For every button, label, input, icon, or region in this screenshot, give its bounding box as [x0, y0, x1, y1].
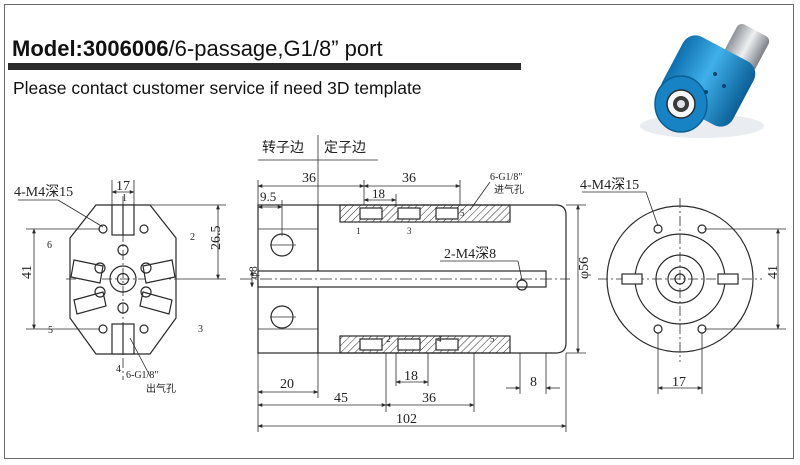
inlet-label-1: 6-G1/8": [490, 172, 522, 183]
title-underline: [8, 63, 521, 70]
center-side-view: [240, 135, 586, 432]
center-view-text: 转子边 定子边 36 36 9.5 18 6-G1/8" 进气孔 1 3 5 2…: [246, 140, 592, 427]
model-number: 3006006: [82, 36, 169, 61]
center-bottom-port-4: 4: [437, 334, 442, 344]
dim-phi8: φ8: [246, 266, 260, 279]
dim-45: 45: [334, 391, 348, 406]
left-view-text: 4-M4深15 17 41 26.5 1 2 3 4 5 6 6-G1/8" 出…: [14, 179, 224, 395]
left-port-1: 1: [122, 193, 127, 204]
left-dim-41: 41: [20, 265, 35, 279]
left-port-5: 5: [48, 325, 53, 336]
center-bottom-port-5: 5: [490, 334, 495, 344]
drawing-frame: [4, 4, 794, 459]
center-bottom-port-2: 2: [386, 334, 391, 344]
left-port-6: 6: [47, 240, 52, 251]
left-port-4: 4: [116, 364, 121, 375]
left-callout-m4: 4-M4深15: [14, 184, 73, 200]
product-photo: [640, 24, 770, 138]
left-end-view: [18, 180, 226, 380]
page-title: Model:3006006/6-passage,G1/8” port: [12, 36, 383, 62]
model-description: /6-passage,G1/8” port: [168, 36, 383, 61]
dim-9-5: 9.5: [260, 189, 276, 204]
dim-8: 8: [530, 375, 537, 390]
right-dim-41: 41: [766, 265, 781, 279]
dim-18-bottom: 18: [404, 369, 418, 384]
left-port-3: 3: [198, 324, 203, 335]
inlet-label-2: 进气孔: [494, 183, 524, 196]
center-top-port-3: 3: [407, 226, 412, 236]
center-top-port-1: 1: [356, 226, 361, 236]
left-dim-17: 17: [116, 179, 130, 194]
dim-36-bottom: 36: [422, 391, 436, 406]
dim-102: 102: [396, 412, 417, 427]
dim-phi56: φ56: [577, 257, 592, 279]
dim-20: 20: [280, 377, 294, 392]
left-outlet-label-2: 出气孔: [146, 382, 176, 395]
right-callout-m4: 4-M4深15: [580, 177, 639, 193]
right-view-text: 4-M4深15 41 17: [580, 177, 781, 390]
dim-36-left: 36: [302, 171, 316, 186]
dim-36-right: 36: [402, 171, 416, 186]
model-label: Model:: [12, 36, 83, 61]
rotor-side-label: 转子边: [262, 140, 304, 156]
stator-side-label: 定子边: [324, 140, 366, 156]
left-dim-26-5: 26.5: [209, 226, 224, 251]
left-outlet-label-1: 6-G1/8": [126, 370, 158, 381]
center-top-port-5: 5: [460, 208, 465, 218]
callout-2-m4: 2-M4深8: [444, 246, 496, 262]
subtitle: Please contact customer service if need …: [13, 78, 422, 98]
right-end-view: [582, 191, 786, 394]
left-port-2: 2: [190, 232, 195, 243]
dim-18-top: 18: [372, 186, 385, 201]
right-dim-17: 17: [672, 375, 686, 390]
